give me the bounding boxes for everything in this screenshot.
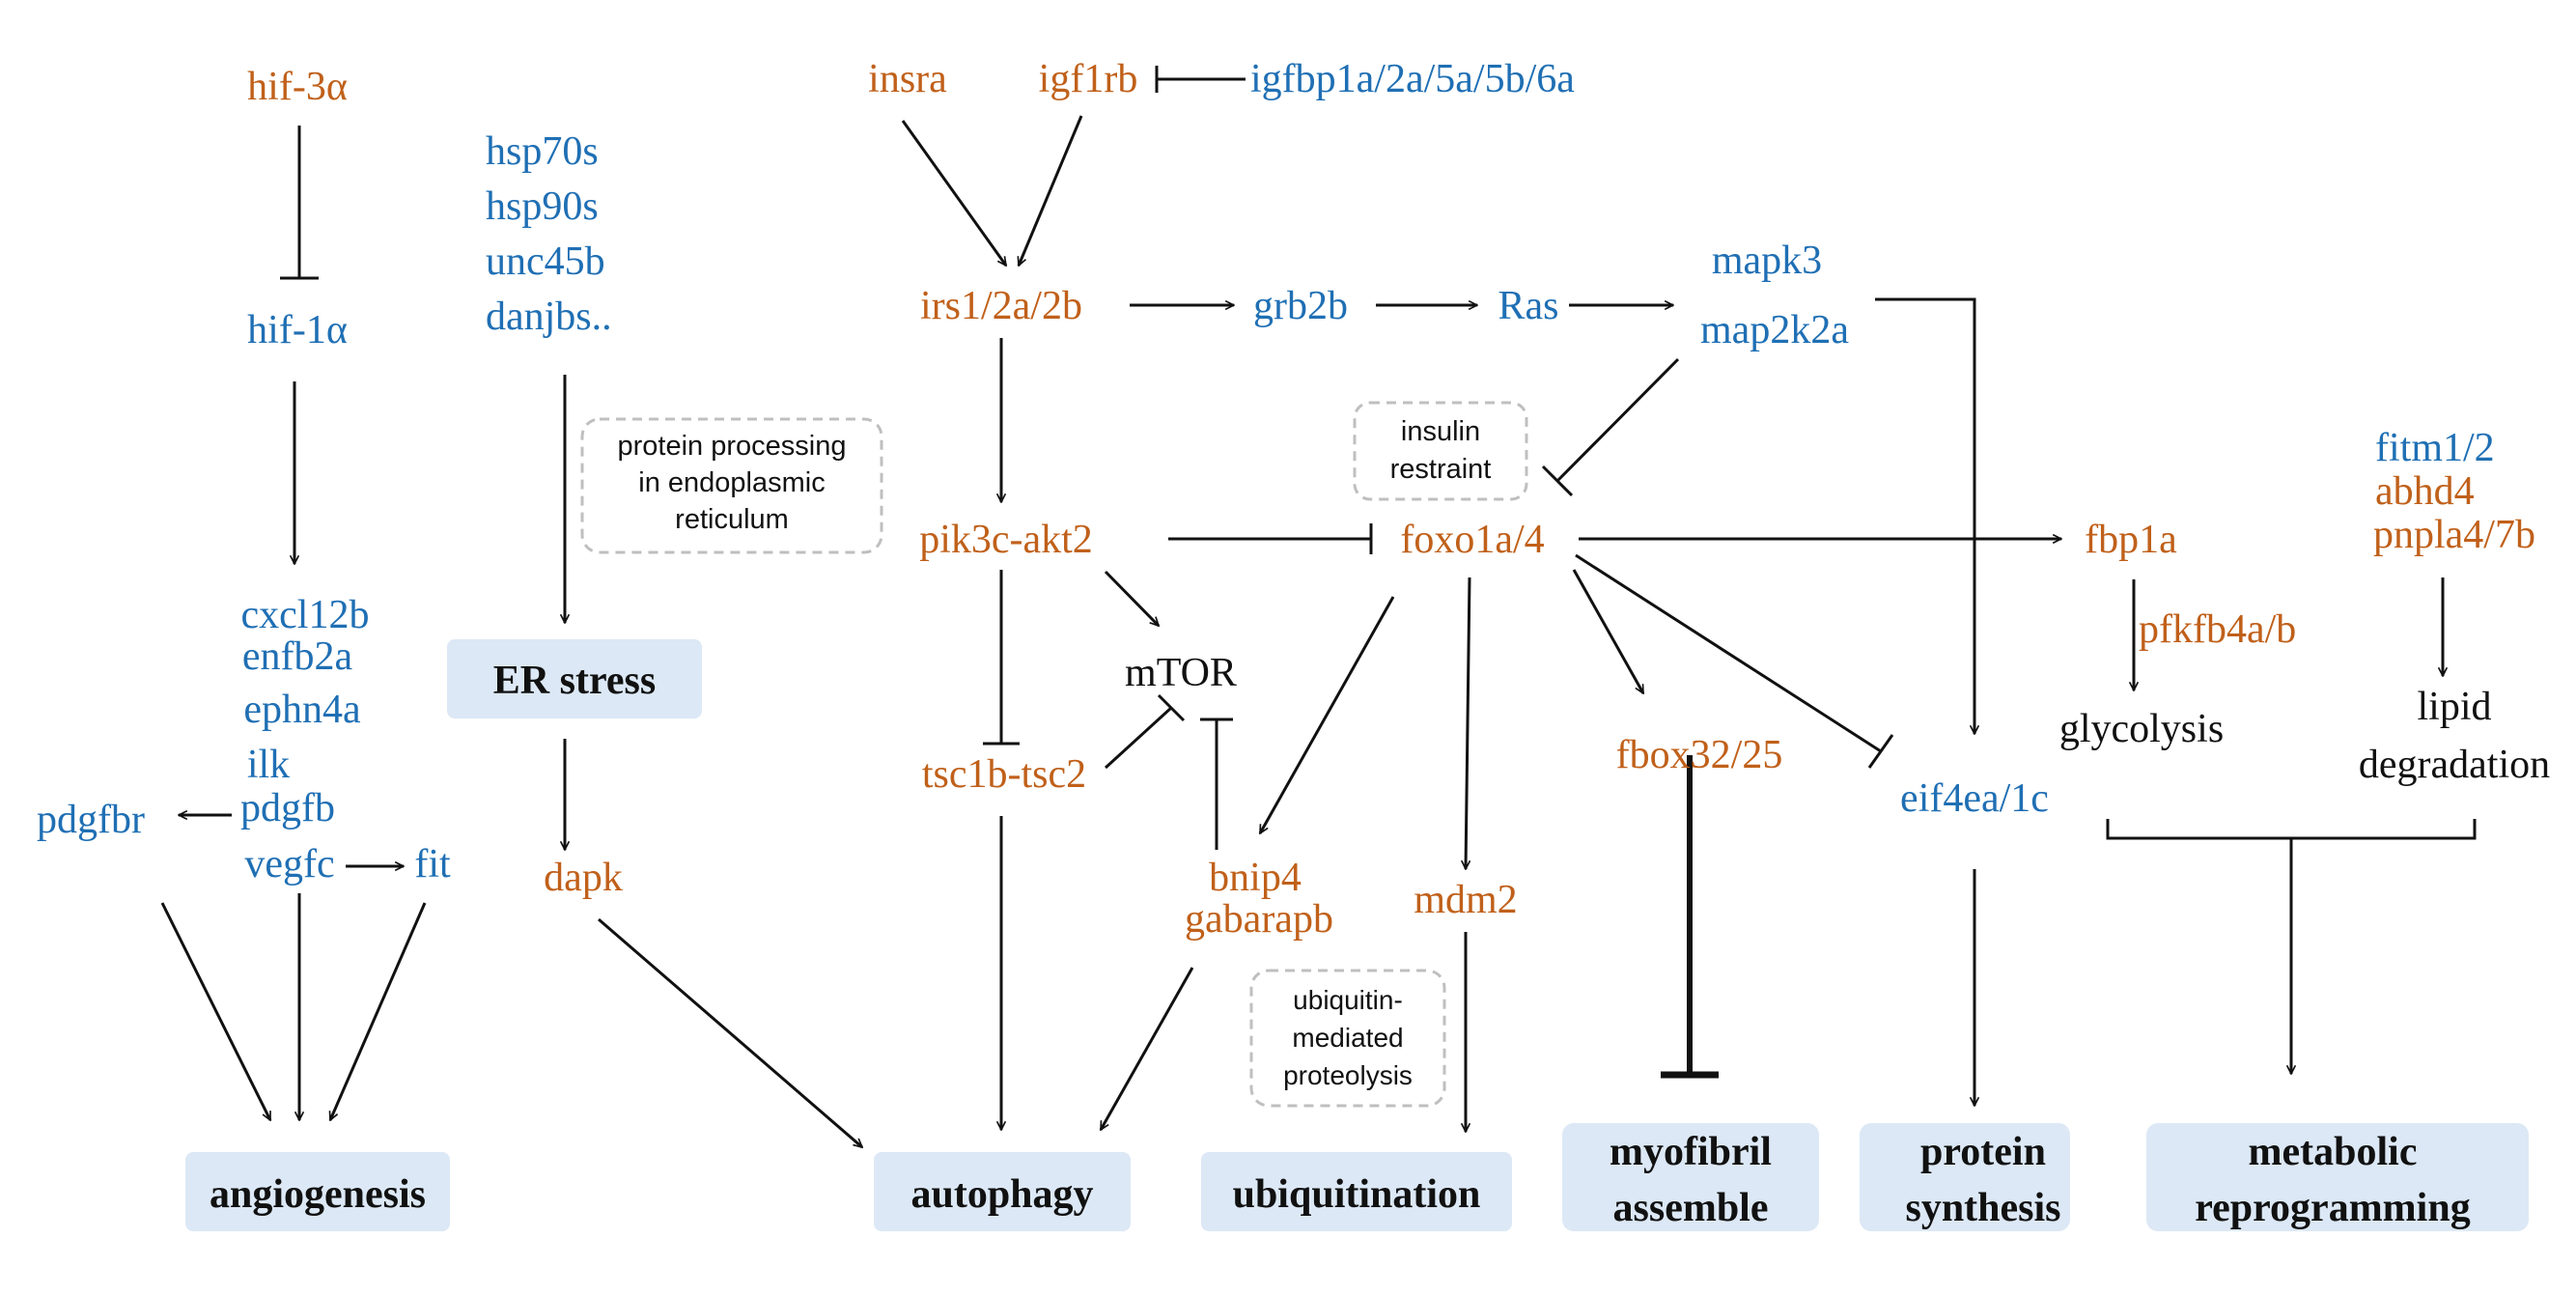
- gene-foxo: foxo1a/4: [1400, 518, 1544, 562]
- gene-pdgfbr: pdgfbr: [37, 798, 145, 842]
- metabolic-label-line2: reprogramming: [2195, 1186, 2470, 1230]
- edge-dapk-to-autophagy: [598, 917, 862, 1147]
- edge-foxo-to-fbox: [1572, 569, 1645, 693]
- note-insulin-box: [1353, 401, 1528, 501]
- gene-labels: hif-3α hif-1α cxcl12b enfb2a ephn4a ilk …: [37, 57, 2550, 942]
- gene-irs: irs1/2a/2b: [920, 284, 1082, 328]
- protein-synthesis-label-line1: protein: [1920, 1130, 2046, 1174]
- lipid-degradation-line2: degradation: [2359, 743, 2550, 787]
- gene-pnpla: pnpla4/7b: [2373, 513, 2535, 557]
- notes: protein processing in endoplasmic reticu…: [580, 401, 1528, 1108]
- edge-right-to-angiogenesis: [328, 902, 427, 1120]
- gene-mtor: mTOR: [1125, 651, 1237, 695]
- gene-enfb2a: enfb2a: [242, 634, 353, 679]
- edge-insra-to-irs: [901, 120, 1008, 266]
- gene-ras: Ras: [1498, 284, 1559, 328]
- note-insulin-line1: insulin: [1401, 416, 1480, 447]
- autophagy-label: autophagy: [910, 1172, 1093, 1217]
- er-stress-label: ER stress: [493, 659, 656, 703]
- gene-hsp70s: hsp70s: [486, 129, 599, 174]
- gene-ephn4a: ephn4a: [243, 688, 361, 732]
- edges: [160, 66, 2477, 1147]
- gene-pfkfb: pfkfb4a/b: [2139, 607, 2296, 652]
- gene-pik3c: pik3c-akt2: [919, 518, 1093, 562]
- note-ubiquitin-line1: ubiquitin-: [1293, 985, 1403, 1015]
- protein-synthesis-label-line2: synthesis: [1905, 1186, 2060, 1230]
- myofibril-label-line1: myofibril: [1610, 1130, 1772, 1174]
- inhibit-bar-eif4ea: [1867, 734, 1894, 769]
- gene-ilk: ilk: [247, 743, 290, 787]
- gene-mdm2: mdm2: [1414, 878, 1517, 922]
- gene-danjbs: danjbs..: [486, 295, 612, 339]
- note-insulin-line2: restraint: [1390, 454, 1492, 485]
- note-er-processing-line3: reticulum: [675, 504, 789, 535]
- gene-bnip4: bnip4: [1209, 856, 1302, 900]
- edge-left-to-angiogenesis: [160, 902, 272, 1120]
- gene-insra: insra: [868, 57, 947, 101]
- edge-map2k2a-inhibits-foxo: [1555, 357, 1680, 483]
- edge-gabarapb-to-autophagy: [1099, 967, 1194, 1130]
- ubiquitination-box: [1201, 1152, 1512, 1231]
- gene-mapk3: mapk3: [1712, 239, 1822, 283]
- myofibril-label-line2: assemble: [1613, 1186, 1769, 1230]
- protein-synthesis-box: [1860, 1123, 2070, 1231]
- gene-glycolysis: glycolysis: [2059, 707, 2224, 751]
- note-ubiquitin-line2: mediated: [1292, 1023, 1403, 1053]
- ubiquitination-label: ubiquitination: [1233, 1172, 1481, 1217]
- gene-fbox: fbox32/25: [1616, 733, 1783, 777]
- gene-abhd4: abhd4: [2375, 469, 2475, 514]
- note-er-processing-line2: in endoplasmic: [638, 467, 825, 498]
- note-ubiquitin-box: [1249, 969, 1446, 1108]
- gene-vegfc: vegfc: [244, 842, 334, 887]
- outcome-boxes: ER stress angiogenesis autophagy ubiquit…: [185, 639, 2529, 1231]
- gene-fitm: fitm1/2: [2375, 426, 2495, 470]
- metabolic-box: [2146, 1123, 2529, 1231]
- gene-hsp90s: hsp90s: [486, 184, 599, 229]
- angiogenesis-label: angiogenesis: [210, 1172, 426, 1217]
- gene-grb2b: grb2b: [1253, 284, 1348, 328]
- inhibit-bar-mtor-tsc: [1157, 693, 1186, 722]
- gene-hif3a: hif-3α: [247, 65, 348, 109]
- edge-mapk3-to-eif4ea: [1875, 297, 1974, 734]
- edge-foxo-to-bnip4: [1258, 596, 1395, 833]
- gene-gabarapb: gabarapb: [1185, 897, 1333, 942]
- gene-cxcl12b: cxcl12b: [241, 593, 370, 637]
- metabolic-bracket: [2106, 819, 2477, 840]
- edge-igf1rb-to-irs: [1019, 115, 1083, 266]
- myofibril-box: [1562, 1123, 1819, 1231]
- note-er-processing-line1: protein processing: [618, 431, 847, 462]
- gene-pdgfb: pdgfb: [240, 786, 335, 830]
- inhibit-bar-insulin: [1541, 465, 1574, 497]
- gene-hif1a: hif-1α: [247, 308, 348, 352]
- lipid-degradation-line1: lipid: [2417, 685, 2491, 729]
- gene-fbp1a: fbp1a: [2085, 518, 2177, 562]
- gene-dapk: dapk: [544, 856, 623, 900]
- angiogenesis-box: [185, 1152, 450, 1231]
- autophagy-box: [874, 1152, 1131, 1231]
- edge-tsc-inhibits-mtor: [1104, 706, 1173, 770]
- note-ubiquitin-line3: proteolysis: [1283, 1060, 1413, 1090]
- gene-tsc: tsc1b-tsc2: [922, 752, 1086, 797]
- gene-eif4ea: eif4ea/1c: [1900, 776, 2049, 821]
- edge-foxo-inhibits-eif4ea: [1575, 553, 1882, 753]
- note-er-processing-box: [580, 417, 883, 554]
- gene-unc45b: unc45b: [486, 239, 605, 284]
- gene-fit: fit: [414, 842, 451, 887]
- gene-igf1rb: igf1rb: [1039, 57, 1138, 101]
- metabolic-label-line1: metabolic: [2249, 1130, 2418, 1174]
- gene-map2k2a: map2k2a: [1700, 308, 1849, 352]
- er-stress-box: [447, 639, 702, 718]
- edge-pik3c-to-mtor: [1104, 570, 1159, 626]
- gene-igfbp: igfbp1a/2a/5a/5b/6a: [1250, 57, 1575, 101]
- edge-foxo-to-mdm2: [1466, 577, 1471, 869]
